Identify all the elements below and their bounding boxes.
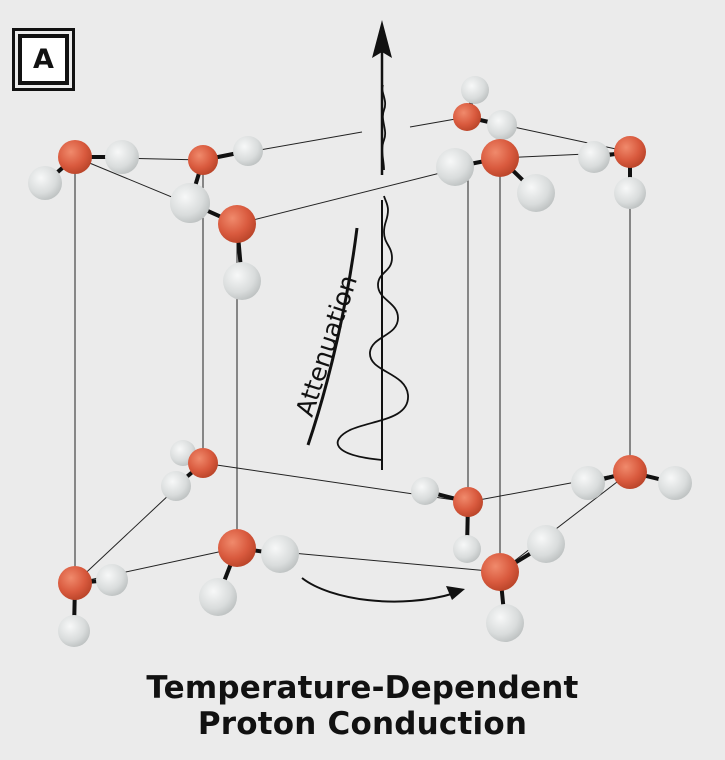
hydrogen-atom-icon xyxy=(58,615,90,647)
hydrogen-atom-icon xyxy=(487,110,517,140)
water-molecule xyxy=(161,440,218,501)
water-molecule xyxy=(199,529,299,616)
water-molecule xyxy=(28,140,139,200)
attenuation-wave: Attenuation xyxy=(290,20,409,470)
hydrogen-atom-icon xyxy=(517,174,555,212)
water-molecule xyxy=(170,183,261,300)
hydrogen-atom-icon xyxy=(105,140,139,174)
lattice-edge xyxy=(499,471,631,573)
hydrogen-atom-icon xyxy=(28,166,62,200)
hydrogen-atom-icon xyxy=(571,466,605,500)
water-molecule xyxy=(571,455,692,500)
hydrogen-atom-icon xyxy=(461,76,489,104)
water-molecule xyxy=(481,525,565,642)
oxygen-atom-icon xyxy=(188,448,218,478)
curved-arrow xyxy=(301,577,456,603)
oxygen-atom-icon xyxy=(614,136,646,168)
hydrogen-atom-icon xyxy=(453,535,481,563)
attenuated-wave xyxy=(336,84,409,461)
oxygen-atom-icon xyxy=(481,553,519,591)
attenuation-curve xyxy=(306,227,359,446)
hydrogen-atom-icon xyxy=(578,141,610,173)
panel-label: A xyxy=(12,28,75,91)
oxygen-atom-icon xyxy=(453,487,483,517)
hydrogen-atom-icon xyxy=(436,148,474,186)
hydrogen-atom-icon xyxy=(411,477,439,505)
hydrogen-atom-icon xyxy=(486,604,524,642)
up-arrow-head xyxy=(372,20,392,58)
water-molecule xyxy=(453,76,517,140)
hydrogen-atom-icon xyxy=(170,183,210,223)
oxygen-atom-icon xyxy=(218,205,256,243)
caption-line-1: Temperature-Dependent xyxy=(146,670,579,706)
oxygen-atom-icon xyxy=(481,139,519,177)
oxygen-atom-icon xyxy=(218,529,256,567)
hydrogen-atom-icon xyxy=(199,578,237,616)
water-molecule xyxy=(578,136,646,209)
hydrogen-atom-icon xyxy=(161,471,191,501)
oxygen-atom-icon xyxy=(188,145,218,175)
water-molecules xyxy=(28,76,692,647)
hydrogen-atom-icon xyxy=(233,136,263,166)
hydrogen-atom-icon xyxy=(527,525,565,563)
hydrogen-atom-icon xyxy=(658,466,692,500)
hydrogen-atom-icon xyxy=(96,564,128,596)
attenuation-label: Attenuation xyxy=(290,272,363,420)
curved-arrow-head xyxy=(446,586,465,600)
hydrogen-atom-icon xyxy=(614,177,646,209)
caption-line-2: Proton Conduction xyxy=(197,706,528,742)
oxygen-atom-icon xyxy=(58,566,92,600)
water-molecule xyxy=(436,139,555,212)
oxygen-atom-icon xyxy=(453,103,481,131)
oxygen-atom-icon xyxy=(613,455,647,489)
water-molecule xyxy=(58,564,128,647)
water-molecule xyxy=(411,477,483,563)
oxygen-atom-icon xyxy=(58,140,92,174)
hydrogen-atom-icon xyxy=(261,535,299,573)
hydrogen-atom-icon xyxy=(223,262,261,300)
